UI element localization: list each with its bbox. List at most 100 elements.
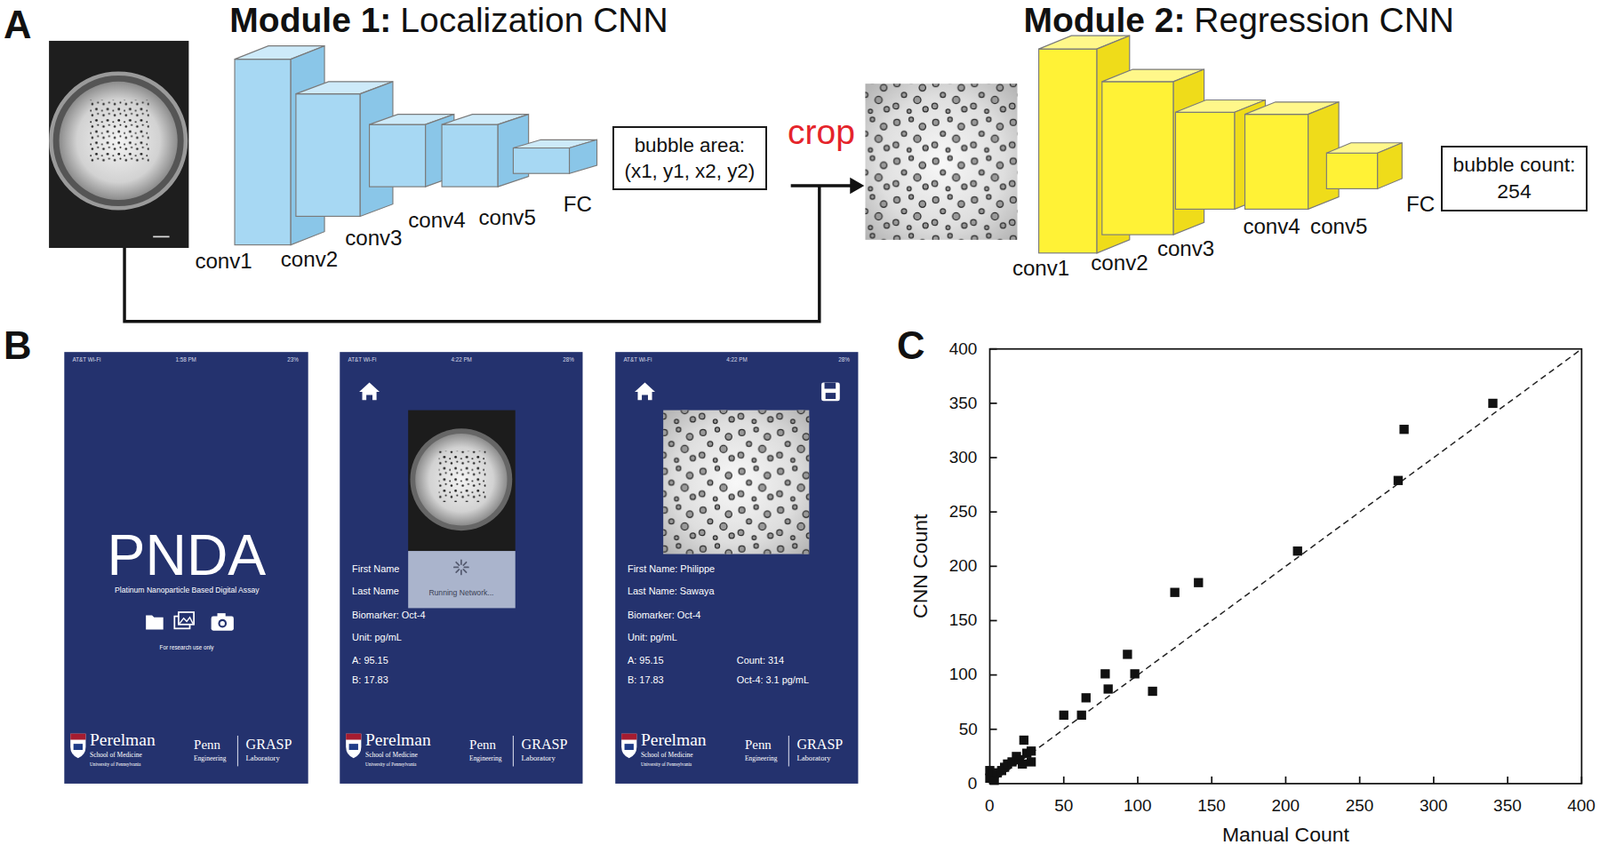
university-logo: [621, 734, 637, 760]
axis-tick-label: 300: [1419, 796, 1448, 816]
dish-photo: [89, 100, 150, 164]
screen-text: Oct-4: 3.1 pg/mL: [736, 674, 809, 687]
screen-photo: [415, 433, 507, 526]
screen-text: First Name: Philippe: [627, 563, 715, 576]
axis-tick-label: 300: [949, 448, 978, 468]
panel-letter: C: [896, 323, 926, 368]
module-title: Regression CNN: [1193, 0, 1455, 41]
axis-tick-label: 150: [1197, 796, 1226, 816]
university-logo: [624, 744, 634, 751]
axis-tick-label: 100: [1123, 796, 1152, 816]
layer-label: FC: [1406, 192, 1435, 217]
axis-tick-label: 350: [949, 393, 978, 414]
yellow-cnn-layers: [1039, 48, 1097, 254]
axis-tick-label: 150: [949, 610, 978, 631]
scatter-chart: [990, 456, 998, 459]
screen-text: Perelman: [89, 730, 156, 751]
university-logo: [621, 734, 637, 760]
scatter-chart: [990, 402, 998, 405]
screen-text: AT&T Wi-Fi: [72, 356, 101, 363]
screen-photo: [408, 410, 809, 555]
crop-arrow: [124, 177, 864, 322]
screen-text: 28%: [838, 356, 850, 363]
blue-cnn-layers: [296, 94, 360, 217]
axis-title: CNN Count: [908, 514, 932, 619]
scatter-chart: [1122, 649, 1132, 659]
university-logo: [70, 734, 86, 760]
scatter-chart: [1580, 776, 1583, 784]
screen-photo: [663, 410, 809, 555]
app-icons: [825, 392, 836, 400]
screen-text: Last Name: [352, 585, 400, 598]
blue-cnn-layers: [569, 139, 598, 174]
crop-label: crop: [787, 112, 856, 153]
phone-screen-ground: [339, 352, 583, 784]
layer-label: conv5: [479, 205, 536, 231]
cropped-photo: [864, 83, 1017, 240]
screen-text: Penn: [193, 737, 221, 753]
loading-overlay: Running Network...: [408, 551, 516, 608]
screen-text: 23%: [287, 356, 299, 363]
axis-tick-label: 200: [1271, 796, 1300, 816]
university-logo: [70, 734, 86, 760]
axis-tick-label: 200: [949, 556, 978, 576]
axis-tick-label: 50: [1054, 796, 1073, 816]
screen-photo: [409, 428, 512, 531]
blue-cnn-layers: [234, 59, 291, 246]
layer-label: conv3: [1157, 236, 1215, 262]
university-logo: [788, 736, 790, 767]
app-icons: [824, 383, 837, 390]
dish-photo: [152, 236, 169, 239]
screen-text: GRASP: [521, 736, 568, 753]
screen-text: University of Pennsylvania: [365, 761, 416, 768]
phone-screen: AT&T Wi-Fi4:22 PM28%First Name: Philippe…: [615, 352, 858, 784]
screen-text: Unit: pg/mL: [352, 632, 402, 644]
screen-text: Running Network...: [428, 589, 494, 599]
module-title: Localization CNN: [400, 0, 668, 41]
university-logo: [237, 736, 239, 767]
app-icons: [211, 616, 234, 632]
app-icons: [634, 383, 656, 401]
screen-text: A: 95.15: [627, 655, 664, 667]
scatter-chart: [1147, 687, 1157, 696]
phone-screen-ground: [64, 352, 308, 784]
screen-text: Last Name: Sawaya: [627, 585, 715, 598]
scatter-chart: [990, 349, 1583, 784]
scatter-chart: [1100, 669, 1110, 679]
blue-cnn-layers: [441, 124, 498, 187]
layer-label: conv2: [280, 247, 338, 272]
scatter-chart: [990, 348, 998, 351]
screen-photo: [408, 410, 516, 552]
phone-screen: AT&T Wi-Fi4:22 PM28%First NameLast NameB…: [339, 352, 583, 784]
scatter-chart: [990, 349, 1583, 784]
scatter-chart: [984, 349, 1582, 786]
axis-tick-label: 250: [1345, 796, 1375, 816]
layer-label: conv4: [1242, 214, 1300, 240]
screen-photo: [663, 410, 809, 555]
scatter-chart: [1017, 760, 1027, 769]
screen-text: Count: 314: [736, 655, 784, 667]
loading-overlay-ground: [456, 562, 459, 566]
screen-text: University of Pennsylvania: [89, 761, 141, 768]
screen-text: Laboratory: [521, 754, 556, 764]
screen-text: Penn: [744, 737, 772, 753]
layer-label: conv4: [408, 208, 465, 233]
loading-overlay-ground: [454, 567, 459, 569]
loading-overlay-ground: [464, 567, 469, 569]
axis-tick-label: 400: [949, 339, 978, 360]
module-title: Module 1:: [229, 0, 392, 41]
axis-tick-label: 400: [1567, 796, 1596, 816]
scatter-chart: [1488, 399, 1497, 408]
screen-text: Penn: [469, 737, 496, 753]
screen-text: 28%: [562, 356, 575, 363]
dish-photo: [48, 40, 189, 248]
dish-photo: [50, 73, 186, 209]
axis-tick-label: 350: [1493, 796, 1522, 816]
university-logo: [345, 734, 361, 760]
app-icons: [145, 615, 164, 630]
box-text: bubble area:: [624, 132, 756, 159]
scatter-chart: [1136, 776, 1139, 784]
screen-text: Engineering: [744, 755, 777, 764]
university-logo: [512, 736, 514, 767]
